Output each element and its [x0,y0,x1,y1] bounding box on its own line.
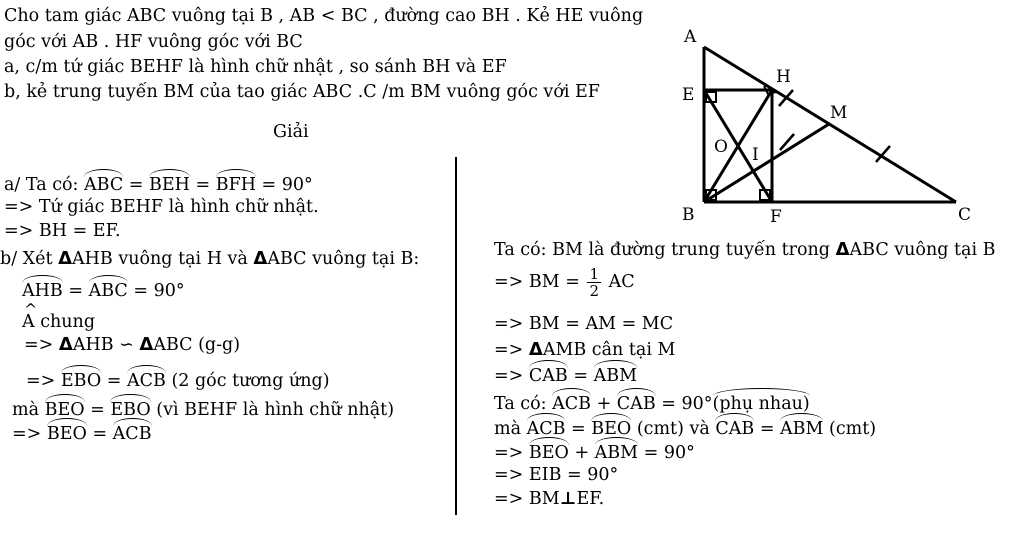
part-b-line-7: => BEO = ACB [12,418,152,445]
triangle-symbol: Δ [58,248,73,269]
part-b-line-6: mà BEO = EBO (vì BEHF là hình chữ nhật) [12,394,394,421]
label-h: H [776,67,791,87]
label-o: O [714,137,728,157]
label-c: C [958,205,971,225]
problem-line-4: b, kẻ trung tuyến BM của tao giác ABC .C… [4,82,600,102]
solution-heading: Giải [273,122,309,142]
segment-bm [703,122,830,204]
label-m: M [830,103,847,123]
part-b-line-3: A chung [22,299,95,333]
label-e: E [682,85,694,105]
part-a-line-1: a/ Ta có: ABC = BEH = BFH = 90° [4,169,313,196]
part-b-line-5: => EBO = ACB (2 góc tương ứng) [26,365,330,392]
right-line-3: => BM = AM = MC [494,314,674,334]
label-a: A [683,27,697,47]
part-b-line-1: b/ Xét ΔAHB vuông tại H và ΔABC vuông tạ… [0,248,420,269]
label-i: I [752,145,759,165]
segment-ef [702,89,774,203]
column-divider [455,157,457,515]
problem-line-1: Cho tam giác ABC vuông tại B , AB < BC ,… [4,6,644,26]
right-line-10: => BM⊥EF. [494,489,605,509]
right-line-1: Ta có: BM là đường trung tuyến trong ΔAB… [494,239,996,260]
triangle-symbol: Δ [253,248,268,269]
part-a-line-2: => Tứ giác BEHF là hình chữ nhật. [4,197,319,217]
right-line-7: mà ACB = BEO (cmt) và CAB = ABM (cmt) [494,413,876,440]
part-a-line-3: => BH = EF. [4,221,121,241]
part-b-line-2: AHB = ABC = 90° [22,275,185,302]
right-line-5: => CAB = ABM [494,360,638,387]
problem-line-3: a, c/m tứ giác BEHF là hình chữ nhật , s… [4,57,507,77]
right-line-4: => ΔAMB cân tại M [494,339,676,360]
triangle-figure: A B C H E F M O I [682,27,971,227]
part-b-line-4: => ΔAHB ∽ ΔABC (g-g) [24,334,241,355]
label-b: B [682,205,695,225]
side-ac [703,45,957,204]
problem-line-2: góc với AB . HF vuông góc với BC [4,32,303,52]
right-line-9: => EIB = 90° [494,465,619,485]
right-line-6: Ta có: ACB + CAB = 90° (phụ nhau) [494,388,810,415]
right-line-8: => BEO + ABM = 90° [494,437,695,464]
label-f: F [770,207,782,227]
